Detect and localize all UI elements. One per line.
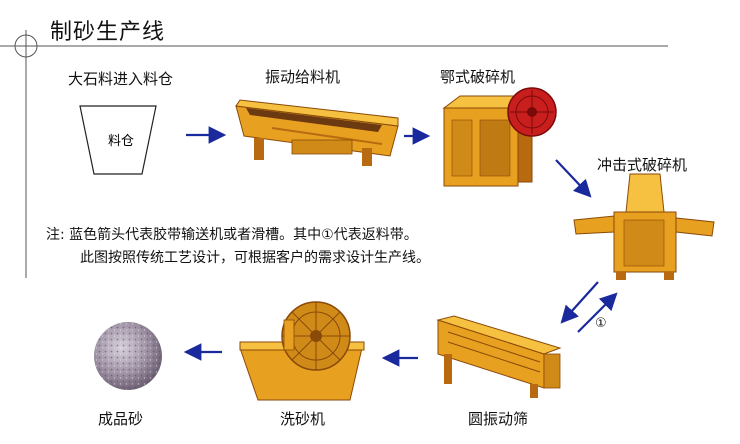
jaw-crusher-label: 鄂式破碎机	[440, 68, 516, 86]
impact-crusher-image	[573, 173, 715, 280]
hopper-bin	[79, 105, 157, 175]
finished-sand-image	[94, 322, 162, 390]
arrow-jaw-to-impact	[555, 159, 592, 198]
arrow-return-belt	[577, 292, 618, 333]
vibrating-screen-image	[436, 315, 562, 398]
sand-washer-image	[239, 301, 365, 401]
jaw-crusher-image	[442, 87, 557, 187]
note-line-2: 此图按照传统工艺设计，可根据客户的需求设计生产线。	[80, 250, 430, 266]
product-label: 成品砂	[98, 410, 144, 428]
screen-label: 圆振动筛	[468, 410, 529, 428]
vibrating-feeder-image	[235, 99, 399, 166]
note-line-1: 注: 蓝色箭头代表胶带输送机或者滑槽。其中①代表返料带。	[46, 227, 418, 243]
feeder-label: 振动给料机	[265, 68, 341, 86]
return-belt-marker: ①	[595, 316, 607, 331]
sand-washer-label: 洗砂机	[280, 410, 326, 428]
impact-crusher-label: 冲击式破碎机	[597, 156, 688, 174]
arrow-impact-to-screen	[560, 281, 599, 324]
bin-stage-label: 大石料进入料仓	[68, 70, 174, 88]
bin-text: 料仓	[108, 134, 135, 149]
page-title: 制砂生产线	[50, 20, 166, 45]
